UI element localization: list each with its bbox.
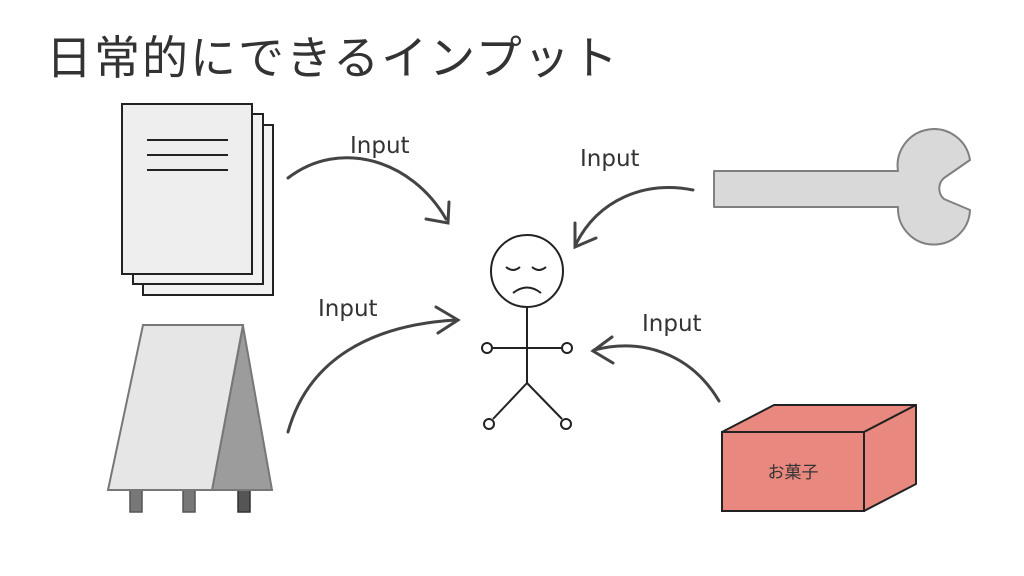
person-icon: [481, 234, 573, 430]
documents-icon: [121, 103, 274, 296]
arrow-box: [590, 335, 721, 403]
arrow-documents-label: Input: [350, 133, 410, 159]
a-frame-sign-icon: [106, 324, 274, 513]
arrow-sign-label: Input: [318, 296, 378, 322]
arrow-box-label: Input: [642, 311, 702, 337]
box-label: お菓子: [768, 463, 819, 483]
arrow-sign: [286, 305, 461, 434]
arrow-wrench-label: Input: [580, 146, 640, 172]
slide-title: 日常的にできるインプット: [46, 31, 620, 85]
arrow-wrench: [573, 185, 695, 250]
box-icon: お菓子: [721, 404, 917, 512]
arrow-documents: [286, 156, 451, 225]
wrench-icon: [713, 128, 971, 246]
